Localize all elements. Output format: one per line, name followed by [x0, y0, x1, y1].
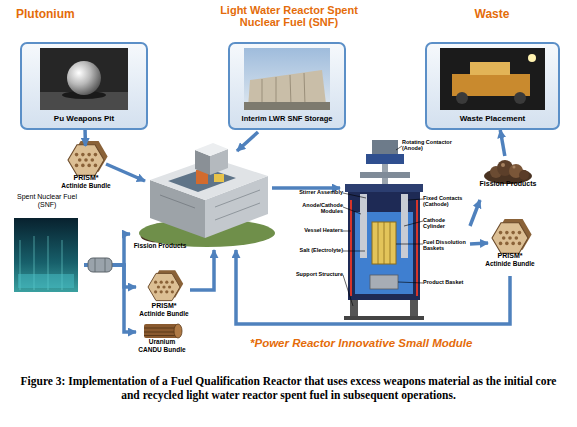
transfer-cask — [88, 258, 112, 272]
node-label: Actinide Bundle — [482, 260, 538, 267]
part-label: Salt (Electrolyte) — [283, 248, 343, 254]
node-label: Spent Nuclear Fuel (SNF) — [10, 193, 84, 208]
part-label: Fuel Dissolution Baskets — [423, 240, 469, 252]
part-label: Product Basket — [423, 280, 469, 286]
node-label: Actinide Bundle — [136, 310, 192, 317]
footnote-note: *Power Reactor Innovative Small Module — [250, 337, 570, 349]
node-label: Actinide Bundle — [58, 182, 114, 189]
figure-caption: Figure 3: Implementation of a Fuel Quali… — [10, 375, 567, 403]
flow-arrow — [500, 130, 505, 156]
node-label: PRISM* — [58, 174, 114, 182]
node-label: Interim LWR SNF Storage — [232, 115, 342, 123]
column-heading: Plutonium — [16, 8, 126, 21]
candu-bundle-icon: UraniumCANDU Bundle — [136, 324, 188, 358]
node-label: PRISM* — [136, 302, 192, 310]
waste-box: WasteWaste Placement — [425, 42, 560, 130]
part-label: Cathode Cylinder — [423, 218, 463, 230]
node-label: Waste Placement — [429, 115, 556, 124]
column-heading: Waste — [447, 8, 537, 21]
node-label: Pu Weapons Pit — [24, 115, 144, 124]
node-label: Uranium — [136, 338, 188, 345]
node-label: CANDU Bundle — [136, 346, 188, 353]
storage-box: Light Water Reactor Spent Nuclear Fuel (… — [228, 42, 346, 130]
part-label: Stirrer Assembly — [283, 190, 343, 196]
flow-arrow — [84, 265, 136, 332]
fuel-bundle-icon: PRISM*Actinide Bundle — [482, 222, 538, 272]
part-label: Anode/Cathode Modules — [283, 203, 343, 215]
part-label: Fixed Contacts (Cathode) — [423, 196, 469, 208]
part-label: Vessel Heaters — [283, 228, 343, 234]
node-label: PRISM* — [482, 252, 538, 260]
fuel-bundle-icon: PRISM*Actinide Bundle — [58, 146, 114, 192]
fission-products-icon: Fission Products — [478, 156, 538, 192]
part-label: Support Structure — [283, 272, 343, 278]
spent-fuel-pool: Spent Nuclear Fuel (SNF) — [10, 193, 84, 293]
column-heading: Light Water Reactor Spent Nuclear Fuel (… — [201, 4, 377, 28]
fission-products-icon: Fission Products — [130, 224, 190, 258]
node-label: Fission Products — [478, 180, 538, 188]
part-label: Rotating Contactor (Anode) — [402, 140, 464, 152]
flow-arrow — [83, 130, 87, 146]
fuel-bundle-icon: PRISM*Actinide Bundle — [136, 272, 192, 322]
node-label: Fission Products — [130, 242, 190, 249]
source-box: PlutoniumPu Weapons Pit — [20, 42, 148, 130]
